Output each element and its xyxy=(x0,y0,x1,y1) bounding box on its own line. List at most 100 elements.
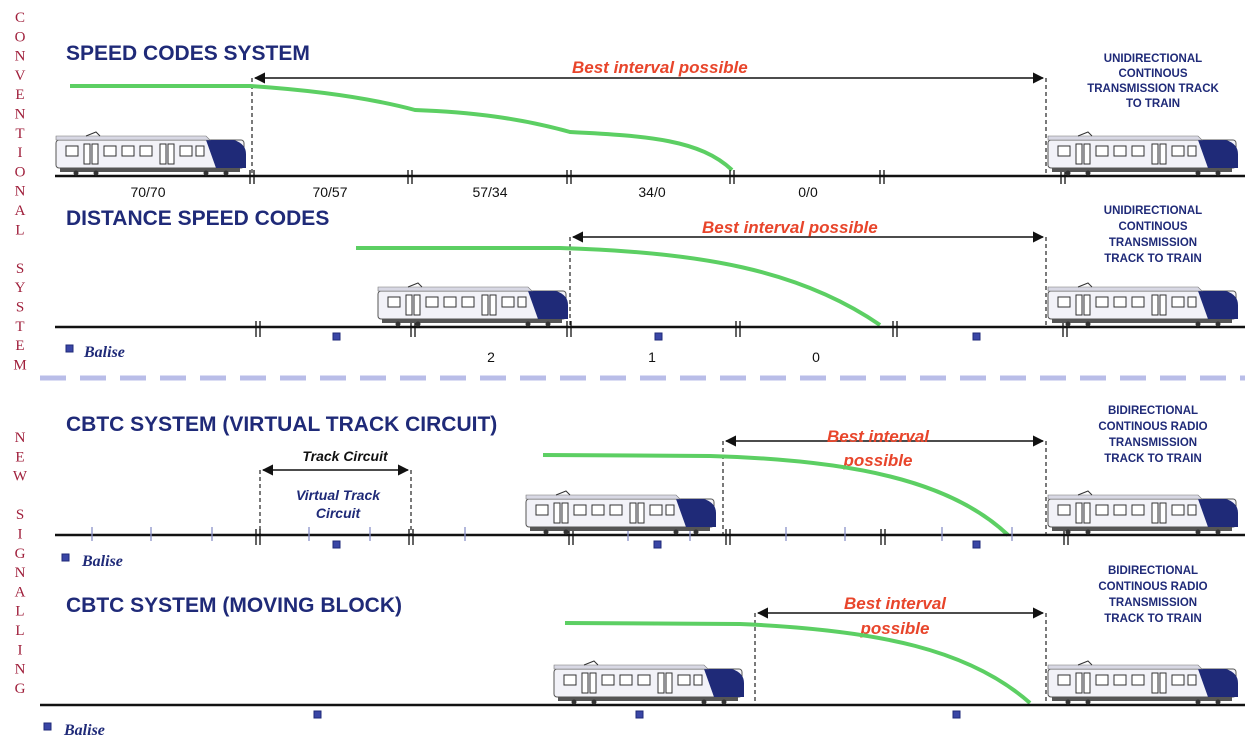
side-label-letter: C xyxy=(15,10,25,26)
balise-markers xyxy=(332,332,981,341)
train-icon xyxy=(1047,131,1239,176)
side-label-letter: N xyxy=(15,49,26,65)
section-title: CBTC SYSTEM (VIRTUAL TRACK CIRCUIT) xyxy=(66,413,497,436)
side-label-letter: L xyxy=(15,604,24,620)
train-icon xyxy=(1047,282,1239,327)
side-label-letter: M xyxy=(13,357,26,373)
track-insulated-joints xyxy=(249,170,1066,184)
distance-code-label: 2 xyxy=(487,349,495,365)
transmission-note-line: UNIDIRECTIONAL xyxy=(1104,53,1202,65)
transmission-note-line: CONTINOUS xyxy=(1119,68,1188,80)
side-label-letter: E xyxy=(15,87,24,103)
braking-curve xyxy=(542,453,1010,537)
speed-code-label: 0/0 xyxy=(798,184,818,200)
side-label-letter: A xyxy=(15,584,26,600)
transmission-note-line: CONTINOUS RADIO xyxy=(1098,421,1207,433)
side-label-letter: W xyxy=(13,469,28,485)
best-interval-label: possible xyxy=(860,619,930,638)
section-speed-codes-system: SPEED CODES SYSTEM Best interval possibl… xyxy=(55,42,1245,200)
best-interval-label: Best interval possible xyxy=(572,58,748,77)
balise-legend-label: Balise xyxy=(83,344,125,361)
transmission-note-line: CONTINOUS xyxy=(1119,221,1188,233)
track-circuit-bracket xyxy=(259,464,412,535)
side-label-letter: A xyxy=(15,203,26,219)
transmission-note: BIDIRECTIONAL CONTINOUS RADIO TRANSMISSI… xyxy=(1098,565,1207,625)
transmission-note-line: TO TRAIN xyxy=(1126,98,1180,110)
side-label-letter: S xyxy=(16,507,24,523)
transmission-note-line: BIDIRECTIONAL xyxy=(1108,405,1198,417)
side-label-letter: S xyxy=(16,261,24,277)
balise-markers xyxy=(313,710,961,719)
transmission-note-line: TRANSMISSION xyxy=(1109,437,1197,449)
transmission-note-line: CONTINOUS RADIO xyxy=(1098,581,1207,593)
best-interval-label: Best interval possible xyxy=(702,218,878,237)
transmission-note: BIDIRECTIONAL CONTINOUS RADIO TRANSMISSI… xyxy=(1098,405,1207,465)
side-label-letter: N xyxy=(15,662,26,678)
side-label-letter: Y xyxy=(15,280,26,296)
side-label-letter: I xyxy=(18,145,23,161)
transmission-note-line: TRACK TO TRAIN xyxy=(1104,253,1202,265)
section-cbtc-moving-block: CBTC SYSTEM (MOVING BLOCK) Best interval… xyxy=(40,565,1245,739)
transmission-note-line: UNIDIRECTIONAL xyxy=(1104,205,1202,217)
side-label-letter: E xyxy=(15,449,24,465)
side-label-letter: N xyxy=(15,430,26,446)
transmission-note: UNIDIRECTIONAL CONTINOUS TRANSMISSION TR… xyxy=(1087,53,1219,110)
transmission-note: UNIDIRECTIONAL CONTINOUS TRANSMISSION TR… xyxy=(1104,205,1202,265)
transmission-note-line: TRACK TO TRAIN xyxy=(1104,453,1202,465)
speed-code-label: 34/0 xyxy=(638,184,665,200)
balise-legend-label: Balise xyxy=(63,722,105,739)
braking-curve xyxy=(70,84,734,172)
balise-legend-icon xyxy=(65,344,74,353)
speed-code-label: 70/57 xyxy=(312,184,347,200)
braking-curve xyxy=(356,246,882,327)
transmission-note-line: TRANSMISSION xyxy=(1109,237,1197,249)
best-interval-label: possible xyxy=(843,451,913,470)
side-label-letter: O xyxy=(15,29,26,45)
side-label-letter: N xyxy=(15,565,26,581)
side-label-letter: N xyxy=(15,107,26,123)
train-icon xyxy=(1047,490,1239,535)
virtual-track-circuit-label: Virtual Track xyxy=(296,487,381,503)
train-icon xyxy=(1047,660,1239,705)
distance-code-label: 1 xyxy=(648,349,656,365)
speed-code-label: 57/34 xyxy=(472,184,507,200)
balise-legend-icon xyxy=(43,722,52,731)
train-icon xyxy=(525,490,717,535)
section-title: CBTC SYSTEM (MOVING BLOCK) xyxy=(66,594,402,617)
braking-curve xyxy=(564,621,1032,705)
side-label-letter: T xyxy=(15,126,24,142)
side-label-letter: I xyxy=(18,527,23,543)
best-interval-label: Best interval xyxy=(827,427,930,446)
train-icon xyxy=(55,131,247,176)
transmission-note-line: TRACK TO TRAIN xyxy=(1104,613,1202,625)
balise-markers xyxy=(332,540,981,549)
side-label-letter: G xyxy=(15,681,26,697)
side-label-letter: E xyxy=(15,338,24,354)
side-label-letter: G xyxy=(15,546,26,562)
transmission-note-line: TRANSMISSION TRACK xyxy=(1087,83,1219,95)
section-title: SPEED CODES SYSTEM xyxy=(66,42,310,65)
balise-legend-label: Balise xyxy=(81,553,123,570)
track-insulated-joints xyxy=(255,321,1068,337)
best-interval-label: Best interval xyxy=(844,594,947,613)
side-label-letter: T xyxy=(15,319,24,335)
transmission-note-line: TRANSMISSION xyxy=(1109,597,1197,609)
side-label-letter: L xyxy=(15,222,24,238)
side-label-letter: O xyxy=(15,164,26,180)
side-label-letter: L xyxy=(15,623,24,639)
side-label-letter: N xyxy=(15,184,26,200)
balise-legend-icon xyxy=(61,553,70,562)
side-label-letter: I xyxy=(18,642,23,658)
side-label-letter: S xyxy=(16,300,24,316)
section-distance-speed-codes: DISTANCE SPEED CODES Best interval possi… xyxy=(55,205,1245,365)
train-icon xyxy=(377,282,569,327)
transmission-note-line: BIDIRECTIONAL xyxy=(1108,565,1198,577)
section-cbtc-virtual-track-circuit: CBTC SYSTEM (VIRTUAL TRACK CIRCUIT) Best… xyxy=(55,405,1245,570)
track-circuit-label: Track Circuit xyxy=(302,448,389,464)
virtual-track-circuit-label: Circuit xyxy=(316,505,362,521)
train-icon xyxy=(553,660,745,705)
section-title: DISTANCE SPEED CODES xyxy=(66,207,329,230)
